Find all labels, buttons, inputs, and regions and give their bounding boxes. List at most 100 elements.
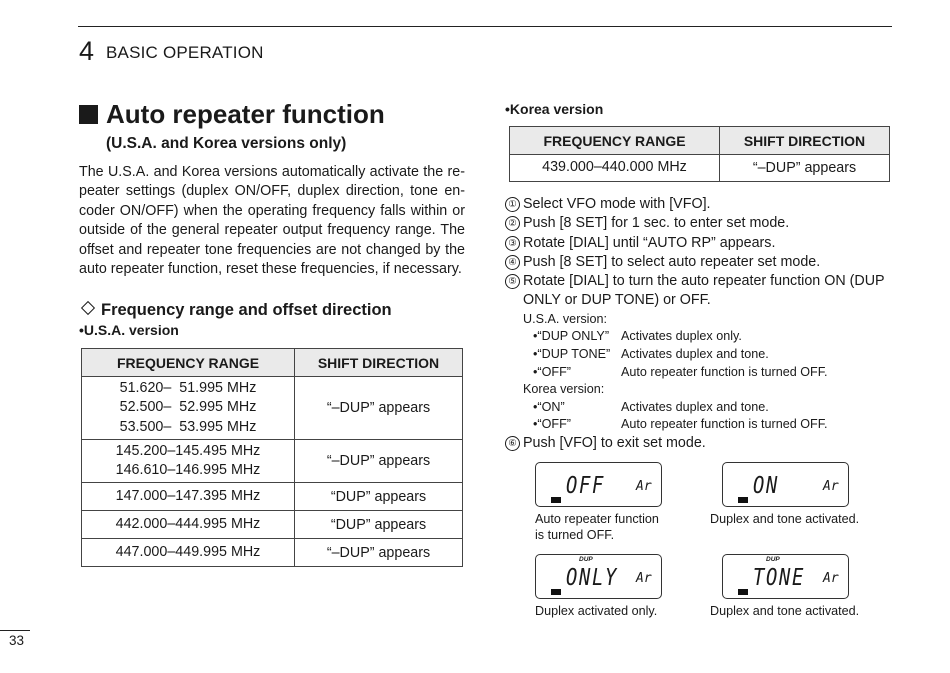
- section-subtitle: (U.S.A. and Korea versions only): [106, 135, 347, 152]
- lcd-caption: Duplex activated only.: [535, 604, 658, 618]
- dup-indicator: DUP: [766, 556, 780, 563]
- option-key: •“OFF”: [533, 417, 571, 432]
- lcd-caption: Duplex and tone activated.: [710, 604, 860, 618]
- step-text: Rotate [DIAL] to turn the auto repeater …: [523, 273, 885, 290]
- option-row: •“OFF”Auto repeater function is turned O…: [505, 364, 900, 382]
- subsection-title-text: Frequency range and offset direction: [101, 301, 392, 319]
- option-desc: Activates duplex and tone.: [621, 399, 769, 414]
- dup-indicator: DUP: [579, 556, 593, 563]
- table-header-row: FREQUENCY RANGE SHIFT DIRECTION: [509, 126, 890, 155]
- option-desc: Activates duplex only.: [621, 329, 742, 344]
- battery-icon: [551, 497, 561, 503]
- shift-cell: “DUP” appears: [294, 510, 463, 539]
- usa-options-label: U.S.A. version:: [523, 311, 607, 326]
- step-text: Select VFO mode with [VFO].: [523, 196, 711, 212]
- section-title: Auto repeater function: [79, 98, 385, 130]
- lcd-display-tone: DUP TONE Ar: [722, 554, 849, 599]
- frequency-range: 52.500– 52.995 MHz: [119, 399, 257, 416]
- table-row: 51.620– 51.995 MHz 52.500– 52.995 MHz 53…: [81, 376, 463, 440]
- frequency-range: 53.500– 53.995 MHz: [119, 418, 257, 435]
- header-frequency-range: FREQUENCY RANGE: [81, 348, 295, 377]
- lcd-segment-text: TONE: [753, 565, 805, 591]
- step-number: ⑥: [505, 435, 520, 451]
- page-number: 33: [9, 633, 25, 648]
- frequency-range: 442.000–444.995 MHz: [115, 515, 261, 532]
- table-row: 147.000–147.395 MHz “DUP” appears: [81, 482, 463, 511]
- frequency-range: 146.610–146.995 MHz: [115, 462, 261, 478]
- frequency-range: 147.000–147.395 MHz: [115, 487, 261, 504]
- option-desc: Activates duplex and tone.: [621, 346, 769, 361]
- page-number-rule: [0, 630, 30, 631]
- frequency-range: 145.200–145.495 MHz: [115, 442, 261, 459]
- lcd-segment-text: OFF: [566, 473, 605, 499]
- step-number: ①: [505, 197, 520, 212]
- shift-cell: “–DUP” appears: [294, 538, 463, 567]
- subsection-title: Frequency range and offset direction: [79, 299, 392, 321]
- paragraph-line: auto repeater function, reset these freq…: [79, 261, 462, 278]
- option-row: •“ON” Activates duplex and tone.: [505, 399, 900, 417]
- frequency-cell: 147.000–147.395 MHz: [81, 482, 295, 511]
- caption-line: Auto repeater function: [535, 512, 659, 526]
- chapter-title: BASIC OPERATION: [106, 43, 264, 62]
- option-desc: Auto repeater function is turned OFF.: [621, 364, 828, 379]
- paragraph-line: offset and repeater tone frequencies are…: [79, 241, 465, 258]
- step-text: ONLY or DUP TONE) or OFF.: [523, 292, 711, 309]
- option-key: •“DUP TONE”: [533, 346, 611, 361]
- option-desc: Auto repeater function is turned OFF.: [621, 417, 828, 432]
- table-row: 439.000–440.000 MHz “–DUP” appears: [509, 154, 890, 182]
- header-frequency-range: FREQUENCY RANGE: [509, 126, 720, 155]
- intro-paragraph: The U.S.A. and Korea versions automatica…: [79, 163, 465, 279]
- lcd-display-off: OFF Ar: [535, 462, 662, 507]
- option-row: •“DUP TONE” Activates duplex and tone.: [505, 346, 900, 364]
- caption-line: is turned OFF.: [535, 527, 615, 542]
- chapter-number: 4: [79, 36, 95, 66]
- diamond-icon: [80, 300, 96, 316]
- frequency-cell: 51.620– 51.995 MHz 52.500– 52.995 MHz 53…: [81, 376, 295, 440]
- header-shift-direction: SHIFT DIRECTION: [294, 348, 463, 377]
- step-text: Rotate [DIAL] until “AUTO RP” appears.: [523, 234, 776, 251]
- shift-cell: “DUP” appears: [294, 482, 463, 511]
- option-key: •“ON”: [533, 399, 565, 414]
- shift-cell: “–DUP” appears: [719, 154, 890, 182]
- header-rule: [78, 26, 892, 27]
- table-row: 442.000–444.995 MHz “DUP” appears: [81, 510, 463, 539]
- lcd-segment-text: ONLY: [566, 565, 618, 591]
- lcd-display-on: ON Ar: [722, 462, 849, 507]
- option-row: •“OFF” Auto repeater function is turned O…: [505, 416, 900, 434]
- step-text: Push [VFO] to exit set mode.: [523, 434, 706, 451]
- frequency-cell: 447.000–449.995 MHz: [81, 538, 295, 567]
- paragraph-line: The U.S.A. and Korea versions automatica…: [79, 164, 465, 180]
- battery-icon: [551, 589, 561, 595]
- header-shift-direction: SHIFT DIRECTION: [719, 126, 890, 155]
- paragraph-line: peater settings (duplex ON/OFF, duplex d…: [79, 183, 465, 200]
- lcd-ar-indicator: Ar: [823, 479, 839, 494]
- table-header-row: FREQUENCY RANGE SHIFT DIRECTION: [81, 348, 463, 377]
- lcd-caption: Duplex and tone activated.: [710, 512, 860, 526]
- frequency-range: 51.620– 51.995 MHz: [119, 379, 257, 396]
- section-title-text: Auto repeater function: [106, 99, 385, 129]
- step-text: Push [8 SET] to select auto repeater set…: [523, 253, 821, 270]
- shift-cell: “–DUP” appears: [294, 439, 463, 483]
- lcd-ar-indicator: Ar: [823, 571, 839, 586]
- frequency-range: 447.000–449.995 MHz: [115, 543, 261, 560]
- frequency-cell: 145.200–145.495 MHz 146.610–146.995 MHz: [81, 439, 295, 483]
- shift-cell: “–DUP” appears: [294, 376, 463, 440]
- frequency-cell: 439.000–440.000 MHz: [509, 154, 720, 182]
- table-row: 145.200–145.495 MHz 146.610–146.995 MHz …: [81, 439, 463, 483]
- step-text: Push [8 SET] for 1 sec. to enter set mod…: [523, 215, 790, 232]
- step-number: ②: [505, 216, 520, 232]
- step-number: ④: [505, 254, 520, 270]
- step-number: ③: [505, 235, 520, 251]
- step-number: ⑤: [505, 274, 520, 290]
- lcd-ar-indicator: Ar: [636, 479, 652, 494]
- battery-icon: [738, 589, 748, 595]
- lcd-display-only: DUP ONLY Ar: [535, 554, 662, 599]
- battery-icon: [738, 497, 748, 503]
